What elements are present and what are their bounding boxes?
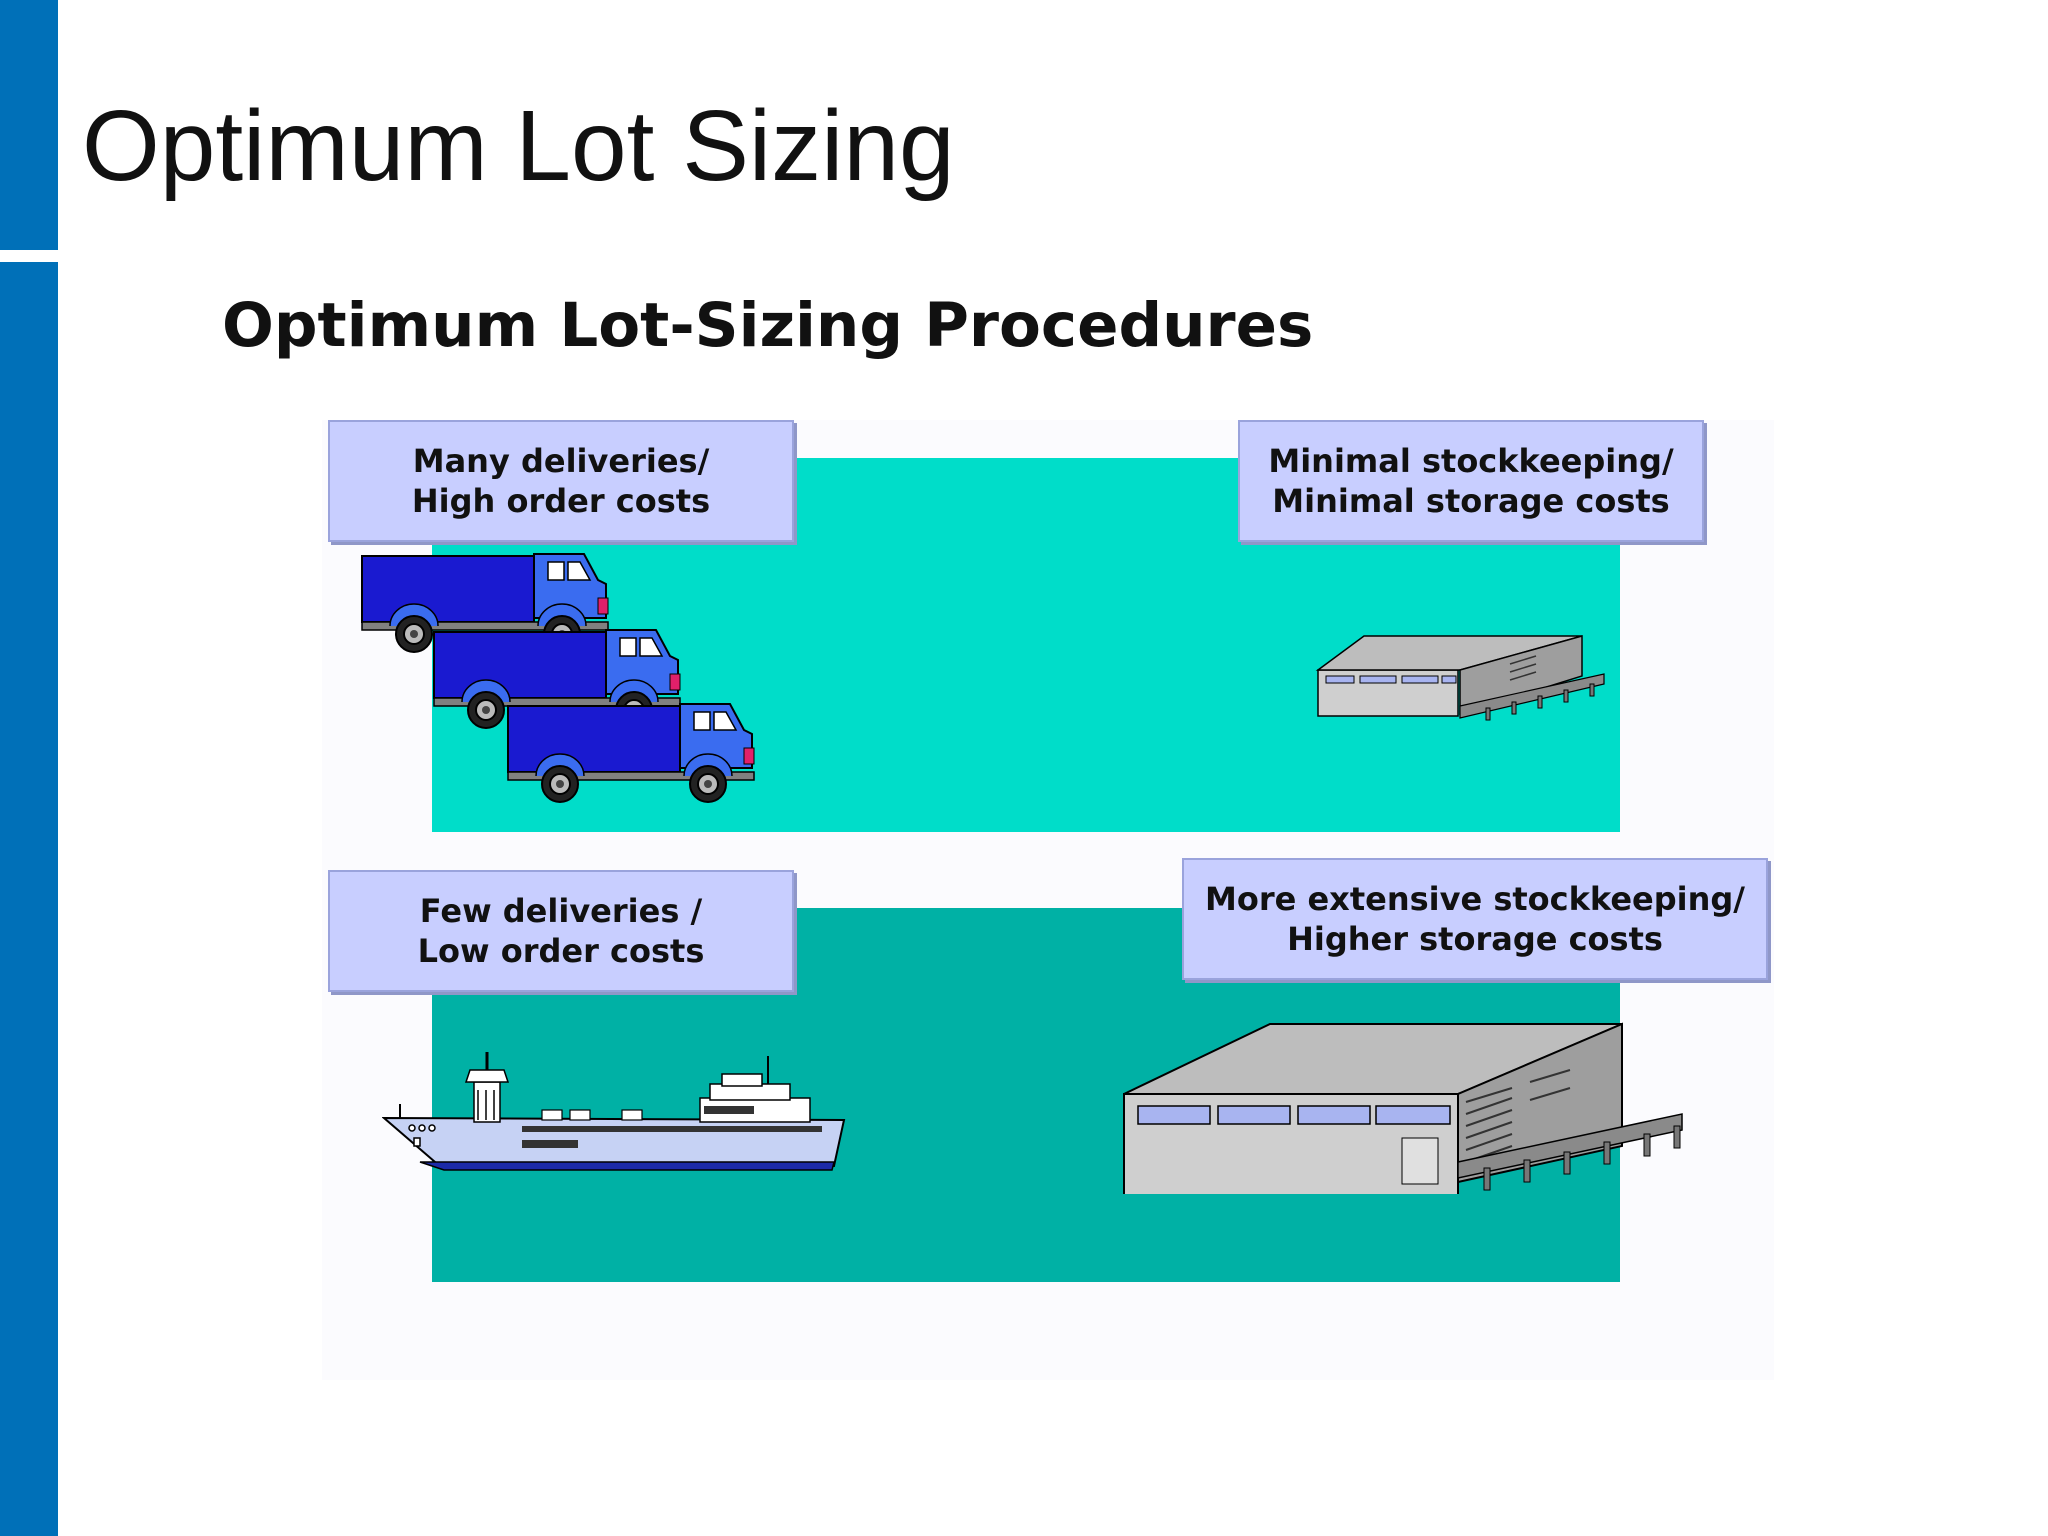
slide-subtitle: Optimum Lot-Sizing Procedures xyxy=(222,290,1314,361)
label-extensive-stockkeeping: More extensive stockkeeping/ Higher stor… xyxy=(1182,858,1768,980)
label-line: Minimal stockkeeping/ xyxy=(1268,442,1674,480)
label-line: Few deliveries / xyxy=(419,892,703,930)
large-warehouse-icon xyxy=(1123,1022,1683,1194)
label-line: Minimal storage costs xyxy=(1272,482,1670,520)
label-minimal-stockkeeping: Minimal stockkeeping/ Minimal storage co… xyxy=(1238,420,1704,542)
label-line: Low order costs xyxy=(417,932,705,970)
slide-title: Optimum Lot Sizing xyxy=(82,90,955,202)
label-few-deliveries: Few deliveries / Low order costs xyxy=(328,870,794,992)
truck-fleet xyxy=(361,553,755,803)
label-line: More extensive stockkeeping/ xyxy=(1205,880,1745,918)
label-many-deliveries: Many deliveries/ High order costs xyxy=(328,420,794,542)
small-warehouse-icon xyxy=(1315,635,1605,721)
label-line: Higher storage costs xyxy=(1287,920,1663,958)
label-line: Many deliveries/ xyxy=(412,442,710,480)
truck-icon xyxy=(507,703,755,803)
cargo-ship-icon xyxy=(382,1052,846,1171)
sidebar-accent-top xyxy=(0,0,58,250)
sidebar-accent-bottom xyxy=(0,262,58,1536)
label-line: High order costs xyxy=(411,482,711,520)
